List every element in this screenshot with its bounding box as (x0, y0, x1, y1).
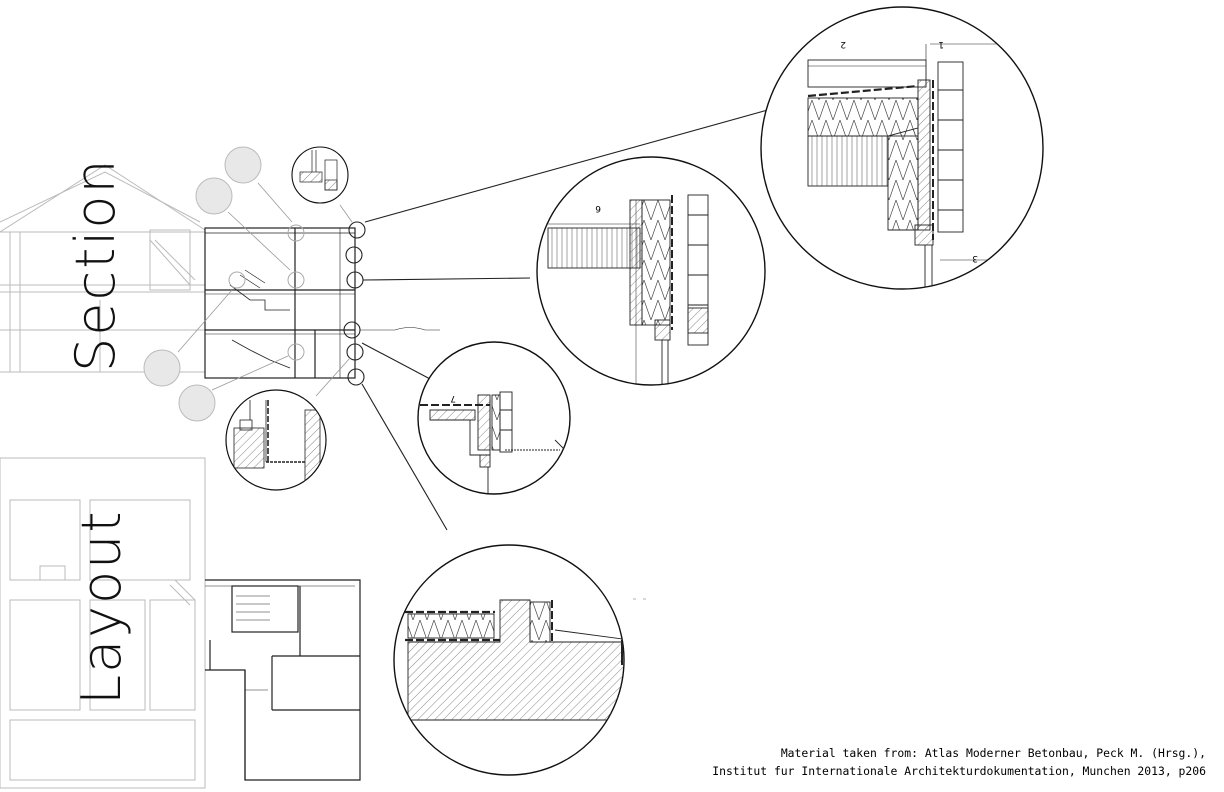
leader-lines-light (177, 182, 353, 397)
leader-lines (361, 107, 776, 531)
credit-line-1: Material taken from: Atlas Moderner Beto… (780, 746, 1206, 760)
building-section (204, 227, 440, 379)
credit-line-2: Institut fur Internationale Architekturd… (712, 764, 1206, 778)
detail-circle-window (291, 146, 349, 204)
callout-3: 3 (972, 253, 978, 263)
detail-circle-basement (225, 389, 327, 491)
source-credit: Material taken from: Atlas Moderner Beto… (712, 744, 1206, 780)
detail-circle-floor-slab: 6 (536, 156, 766, 386)
reference-circles (143, 146, 262, 422)
callout-2: 2 (840, 39, 846, 49)
callout-6: 6 (595, 203, 601, 213)
section-title: Section (64, 157, 127, 372)
detail-markers-light (228, 224, 305, 361)
detail-circle-balcony: 7 (417, 341, 571, 495)
neighbor-building-section (0, 164, 206, 373)
callout-7: 7 (450, 393, 456, 403)
detail-circle-roof-parapet: 2 1 3 (760, 6, 1044, 290)
callout-1: 1 (938, 39, 944, 49)
detail-circle-terrace (393, 544, 625, 776)
floor-plan (205, 579, 361, 781)
neighbor-floor-plan (0, 457, 206, 789)
layout-title: Layout (70, 509, 133, 705)
